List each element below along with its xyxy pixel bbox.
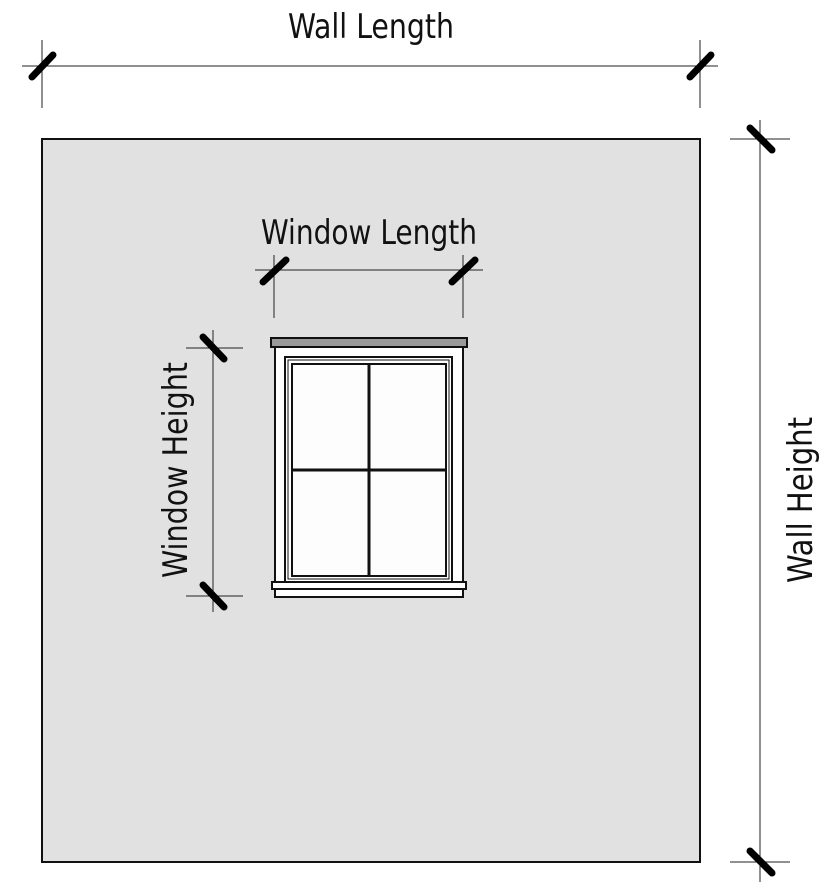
window-length-label: Window Length (261, 213, 477, 253)
dimension-tick (746, 847, 776, 877)
dimension-tick (746, 124, 776, 154)
window-height-label: Window Height (156, 362, 196, 578)
dimension-tick (686, 51, 715, 81)
wall-height-label: Wall Height (781, 417, 821, 583)
wall-length-dimension: Wall Length (22, 7, 718, 108)
window-head (270, 337, 468, 348)
wall-length-label: Wall Length (288, 7, 454, 47)
dimension-tick (259, 256, 290, 286)
dimension-tick (28, 51, 57, 81)
window-sill (271, 581, 467, 590)
window-apron (274, 588, 464, 598)
window-length-dimension: Window Length (255, 213, 483, 318)
window (270, 337, 468, 598)
dimension-tick (448, 256, 479, 286)
wall-height-dimension: Wall Height (730, 120, 821, 882)
window-height-dimension: Window Height (156, 330, 243, 612)
dimension-tick (199, 581, 228, 611)
dimension-tick (199, 333, 228, 363)
